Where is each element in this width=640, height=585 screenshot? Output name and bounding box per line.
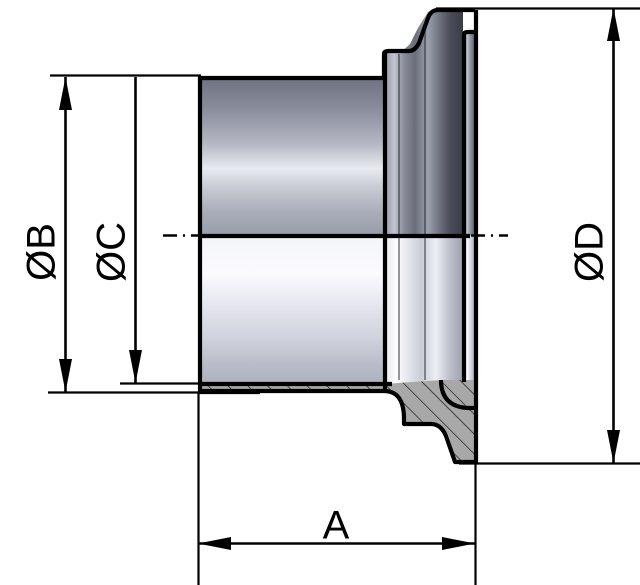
flange-hub-lower xyxy=(383,235,475,400)
dim-D-label: ØD xyxy=(568,222,612,282)
dim-A-label: A xyxy=(323,504,350,548)
dim-C-arrow-bottom xyxy=(129,350,142,383)
flange-section-outline xyxy=(383,388,476,465)
dim-B-arrow-bottom xyxy=(59,359,72,392)
dimension-A: A xyxy=(198,504,475,550)
dimension-D: ØD xyxy=(568,8,620,463)
dim-C-label: ØC xyxy=(90,222,134,282)
dim-A-arrow-left xyxy=(198,537,231,550)
hub-fillet-arc xyxy=(438,379,476,411)
dimension-C: ØC xyxy=(90,77,142,383)
dim-A-arrow-right xyxy=(442,537,475,550)
hub-reflection-seams xyxy=(398,22,426,380)
tube-barrel-upper xyxy=(198,77,384,235)
dim-B-label: ØB xyxy=(20,223,64,281)
tube-barrel-lower xyxy=(198,235,384,383)
flange-section-hatched xyxy=(384,380,475,463)
tube-wall-section-strip xyxy=(199,384,384,392)
dim-D-arrow-top xyxy=(607,8,620,41)
flange-profile-upper xyxy=(381,7,475,78)
dimension-B: ØB xyxy=(20,77,72,392)
hub-inner-wall-top-cap xyxy=(461,29,475,36)
dim-D-arrow-bottom xyxy=(607,430,620,463)
dim-B-arrow-top xyxy=(59,77,72,110)
flange-hub-upper xyxy=(383,8,475,235)
